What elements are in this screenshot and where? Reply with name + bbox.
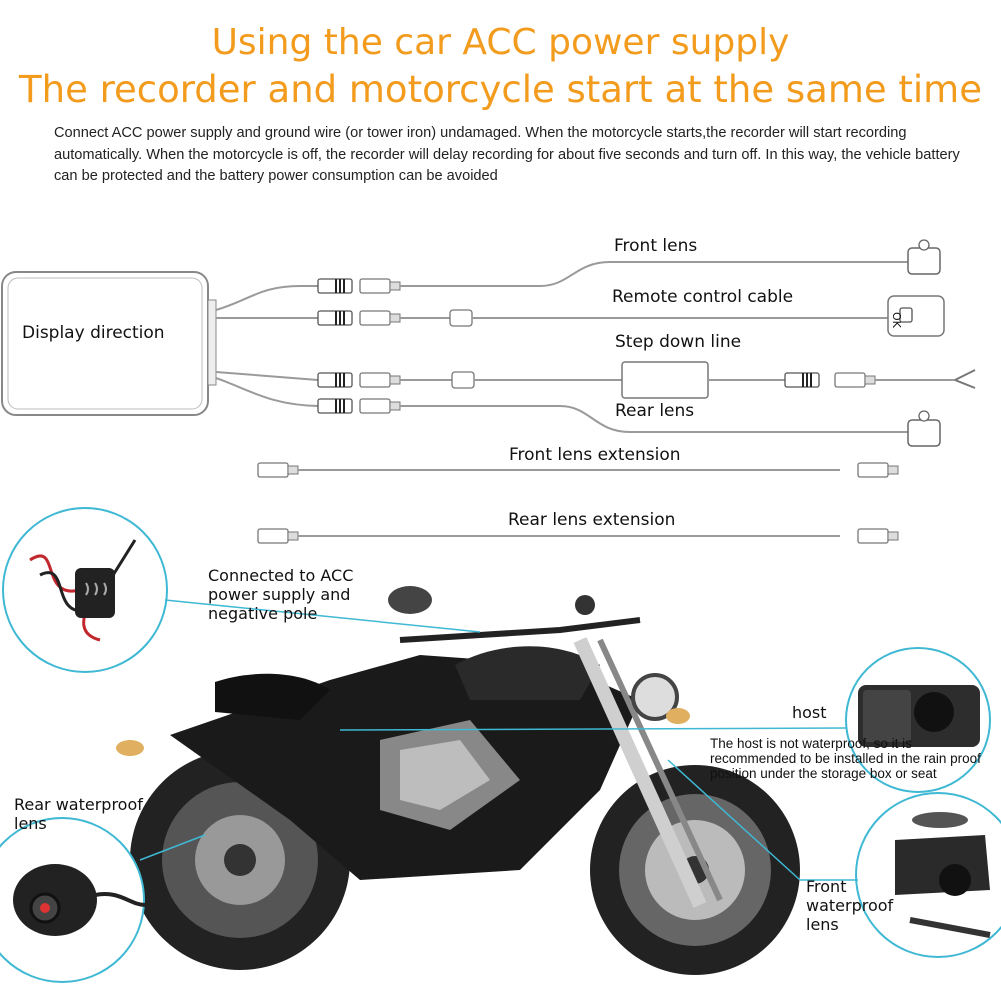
- front-lens-extension-cable: [257, 462, 899, 478]
- front-camera-callout: [855, 792, 1001, 958]
- front-lens-cable: [317, 239, 941, 294]
- page-title: Using the car ACC power supply: [211, 22, 790, 63]
- rear-lens-extension-label: Rear lens extension: [508, 510, 676, 530]
- rear-lens-cable: [317, 398, 941, 447]
- remote-ok-label: OK: [890, 312, 903, 328]
- rear-lens-label: Rear lens: [615, 401, 695, 421]
- front-lens-label: Front lens: [614, 236, 698, 256]
- front-camera-label: Front waterproof lens: [806, 877, 894, 934]
- acc-charger-callout: [2, 507, 168, 673]
- remote-control-cable: [317, 295, 945, 337]
- rear-lens-extension-cable: [257, 528, 899, 544]
- host-callout: [845, 647, 991, 793]
- front-lens-extension-label: Front lens extension: [509, 445, 681, 465]
- description-text: Connect ACC power supply and ground wire…: [54, 125, 960, 184]
- display-direction-label: Display direction: [22, 323, 165, 343]
- step-down-line-label: Step down line: [615, 332, 742, 352]
- remote-control-cable-label: Remote control cable: [612, 287, 794, 307]
- rear-camera-callout: [0, 817, 146, 983]
- step-down-cable: [317, 361, 976, 399]
- host-label: host: [792, 703, 827, 722]
- rear-camera-label: Rear waterproof lens: [14, 795, 143, 833]
- motorcycle-image: [116, 586, 800, 975]
- acc-callout-label: Connected to ACC power supply and negati…: [208, 566, 354, 623]
- host-display-box: [1, 271, 217, 416]
- host-note: The host is not waterproof, so it is rec…: [710, 736, 981, 781]
- page-subtitle: The recorder and motorcycle start at the…: [19, 68, 982, 111]
